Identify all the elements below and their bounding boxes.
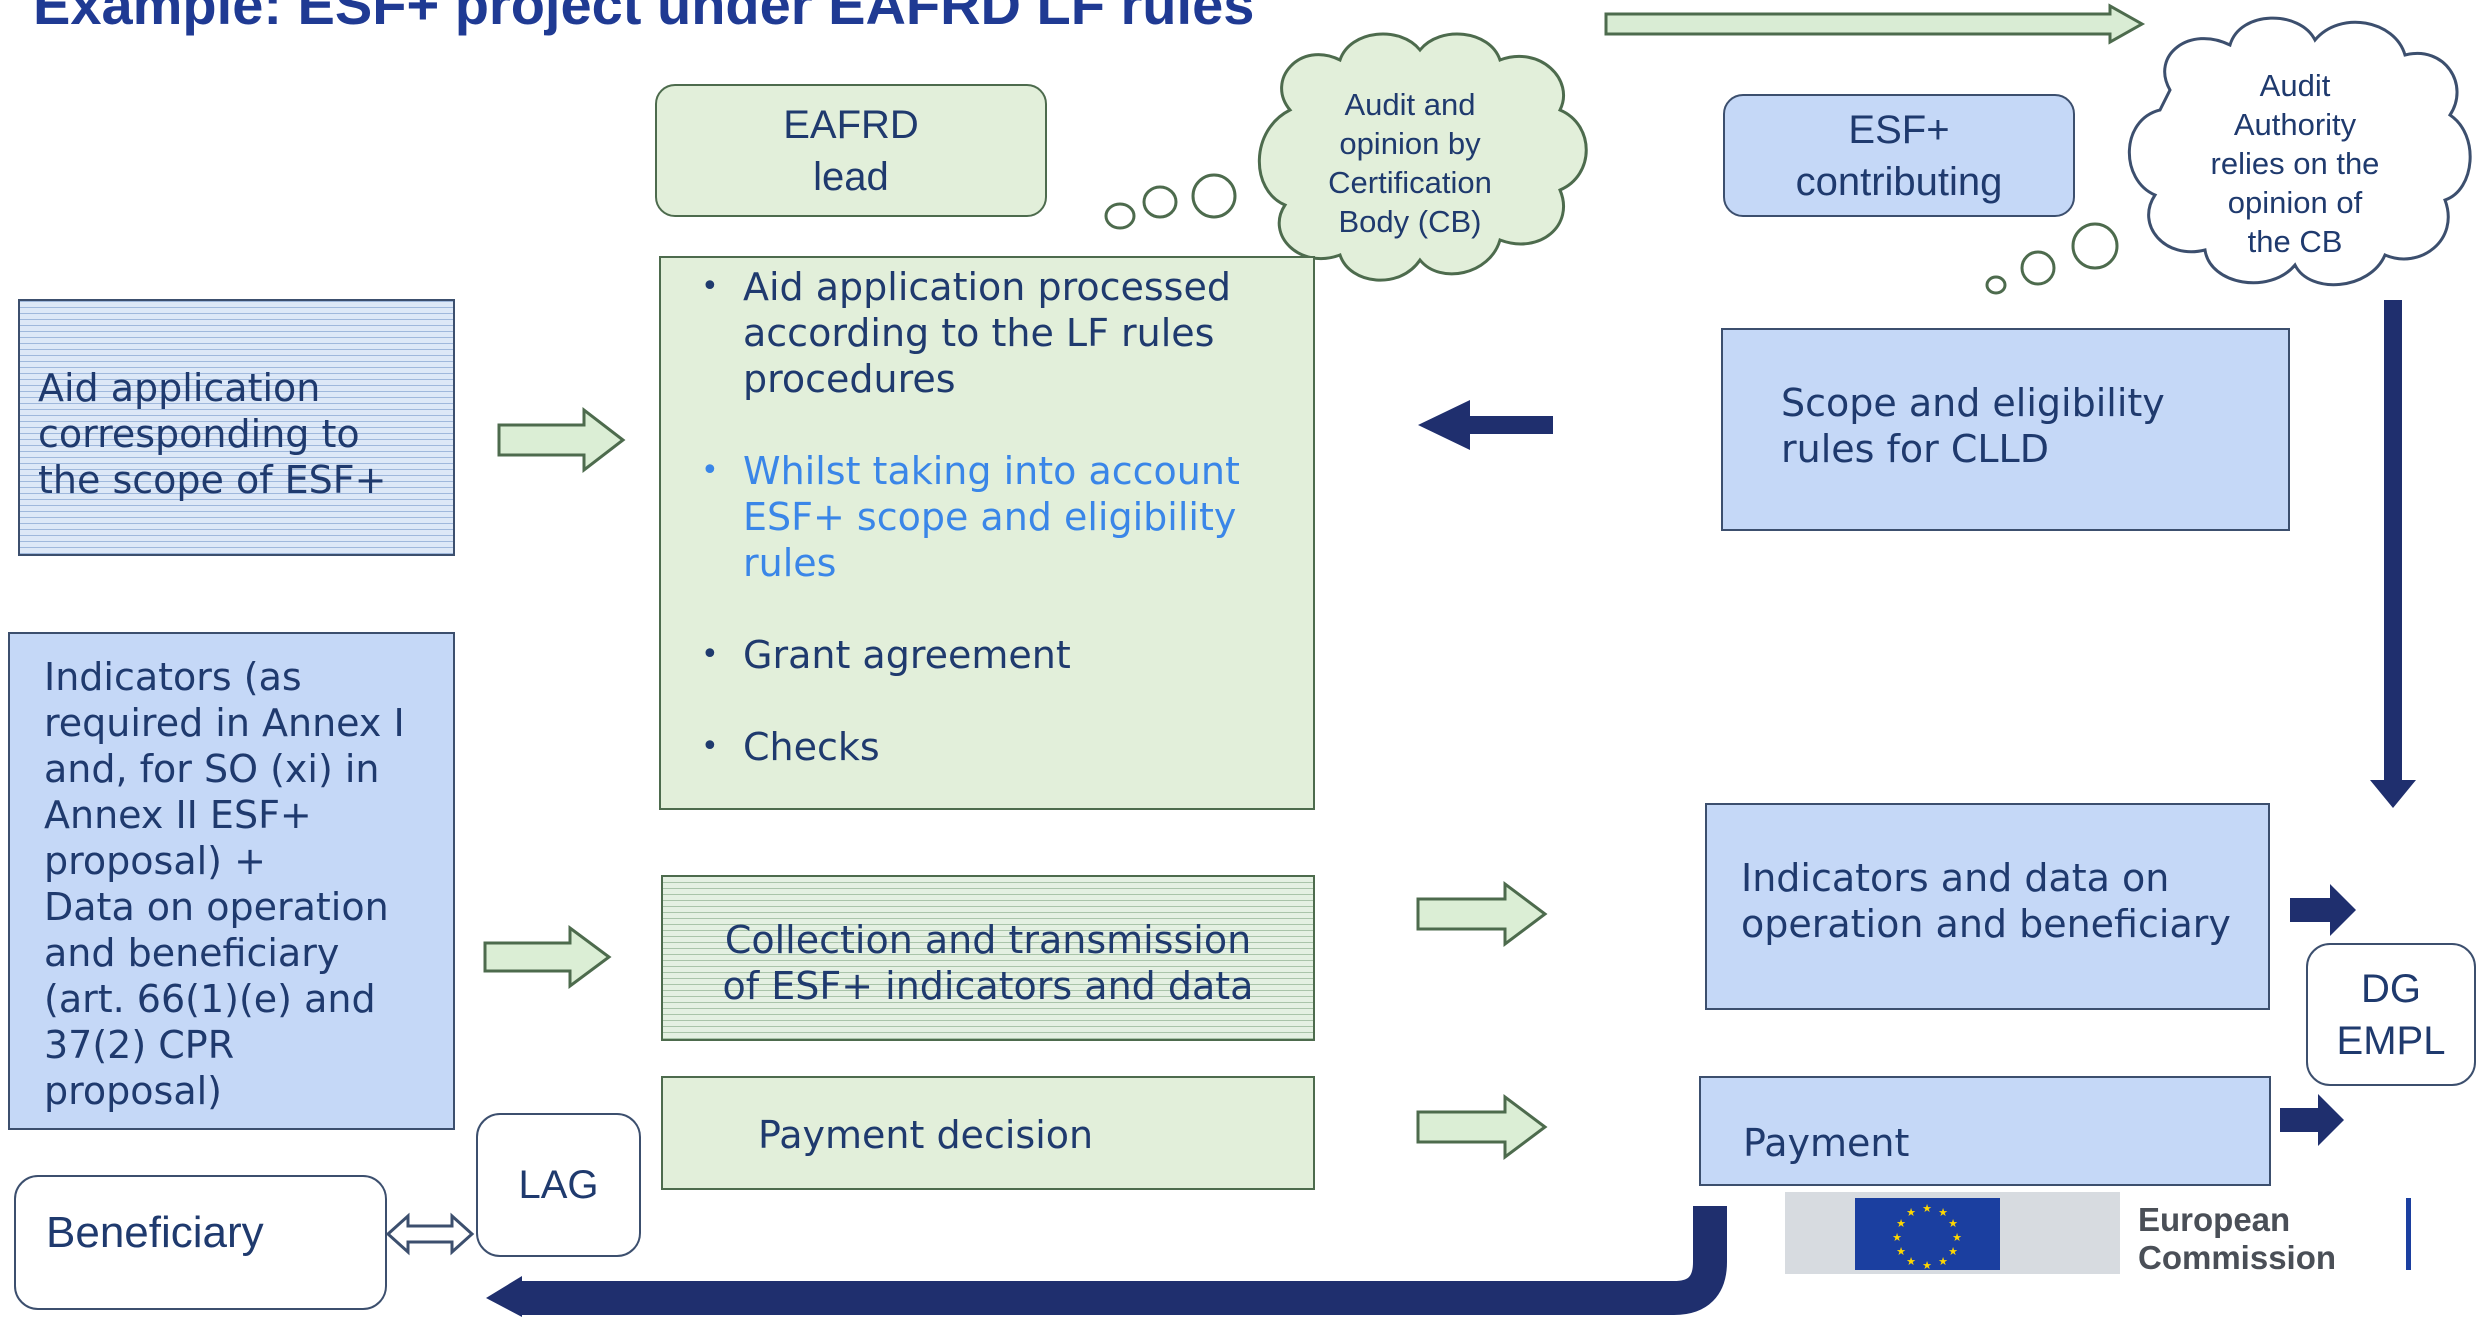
ec-logo-line2: Commission <box>2138 1239 2337 1276</box>
ec-logo: ★★★ ★★★ ★★★ ★★★ <box>1785 1192 2411 1274</box>
arrow-collection-to-indicators <box>1416 881 1548 947</box>
arrow-aid-to-processing <box>497 406 626 474</box>
bullet-aid-processed: Aid application processed according to t… <box>701 264 1313 402</box>
processing-bullets: Aid application processed according to t… <box>661 264 1313 770</box>
cloud-aa-text: Audit Authority relies on the opinion of… <box>2210 68 2380 259</box>
indicators-left-box: Indicators (as required in Annex I and, … <box>8 632 455 1130</box>
cloud-aa <box>1985 16 2472 295</box>
arrow-scope-to-processing <box>1418 400 1553 450</box>
svg-text:★: ★ <box>1906 1206 1916 1219</box>
bullet-scope-rules: Whilst taking into account ESF+ scope an… <box>701 448 1313 586</box>
arrow-decision-to-payment <box>1416 1094 1548 1160</box>
beneficiary-box: Beneficiary <box>14 1175 387 1310</box>
arrow-payment-to-dg <box>2280 1094 2344 1146</box>
svg-text:★: ★ <box>1892 1231 1902 1244</box>
indicators-right-box: Indicators and data on operation and ben… <box>1705 803 2270 1010</box>
svg-text:★: ★ <box>1938 1206 1948 1219</box>
page-title: Example: ESF+ project under EAFRD LF rul… <box>33 0 1255 36</box>
payment-decision-box: Payment decision <box>661 1076 1315 1190</box>
svg-text:★: ★ <box>1938 1255 1948 1268</box>
payment-box: Payment <box>1699 1076 2271 1186</box>
cloud-cb <box>1104 32 1588 282</box>
svg-text:★: ★ <box>1896 1245 1906 1258</box>
collection-box: Collection and transmission of ESF+ indi… <box>661 875 1315 1041</box>
dg-empl-box: DG EMPL <box>2306 943 2476 1086</box>
arrow-indicators-to-collection <box>483 925 612 989</box>
aid-application-box: Aid application corresponding to the sco… <box>18 299 455 556</box>
svg-text:★: ★ <box>1922 1202 1932 1215</box>
arrow-audit-down <box>2370 300 2416 808</box>
arrow-payment-to-beneficiary <box>522 1206 1727 1315</box>
beneficiary-label: Beneficiary <box>46 1208 264 1257</box>
ec-logo-line1: European <box>2138 1201 2291 1238</box>
svg-text:★: ★ <box>1896 1217 1906 1230</box>
ec-logo-text: European Commission <box>2138 1201 2336 1277</box>
arrow-indicators-to-dg <box>2290 884 2356 936</box>
svg-text:★: ★ <box>1922 1259 1932 1272</box>
top-arrow <box>1604 3 2146 45</box>
svg-text:★: ★ <box>1948 1217 1958 1230</box>
svg-text:★: ★ <box>1952 1231 1962 1244</box>
cloud-cb-text: Audit and opinion by Certification Body … <box>1328 87 1492 239</box>
scope-rules-box: Scope and eligibility rules for CLLD <box>1721 328 2290 531</box>
svg-text:★: ★ <box>1906 1255 1916 1268</box>
esf-contributing-label: ESF+ contributing <box>1723 94 2075 217</box>
eafrd-lead-label: EAFRD lead <box>655 84 1047 217</box>
arrow-beneficiary-lag <box>385 1212 475 1256</box>
svg-text:★: ★ <box>1948 1245 1958 1258</box>
lag-box: LAG <box>476 1113 641 1257</box>
bullet-checks: Checks <box>701 724 1313 770</box>
bullet-grant-agreement: Grant agreement <box>701 632 1313 678</box>
processing-box: Aid application processed according to t… <box>659 256 1315 810</box>
